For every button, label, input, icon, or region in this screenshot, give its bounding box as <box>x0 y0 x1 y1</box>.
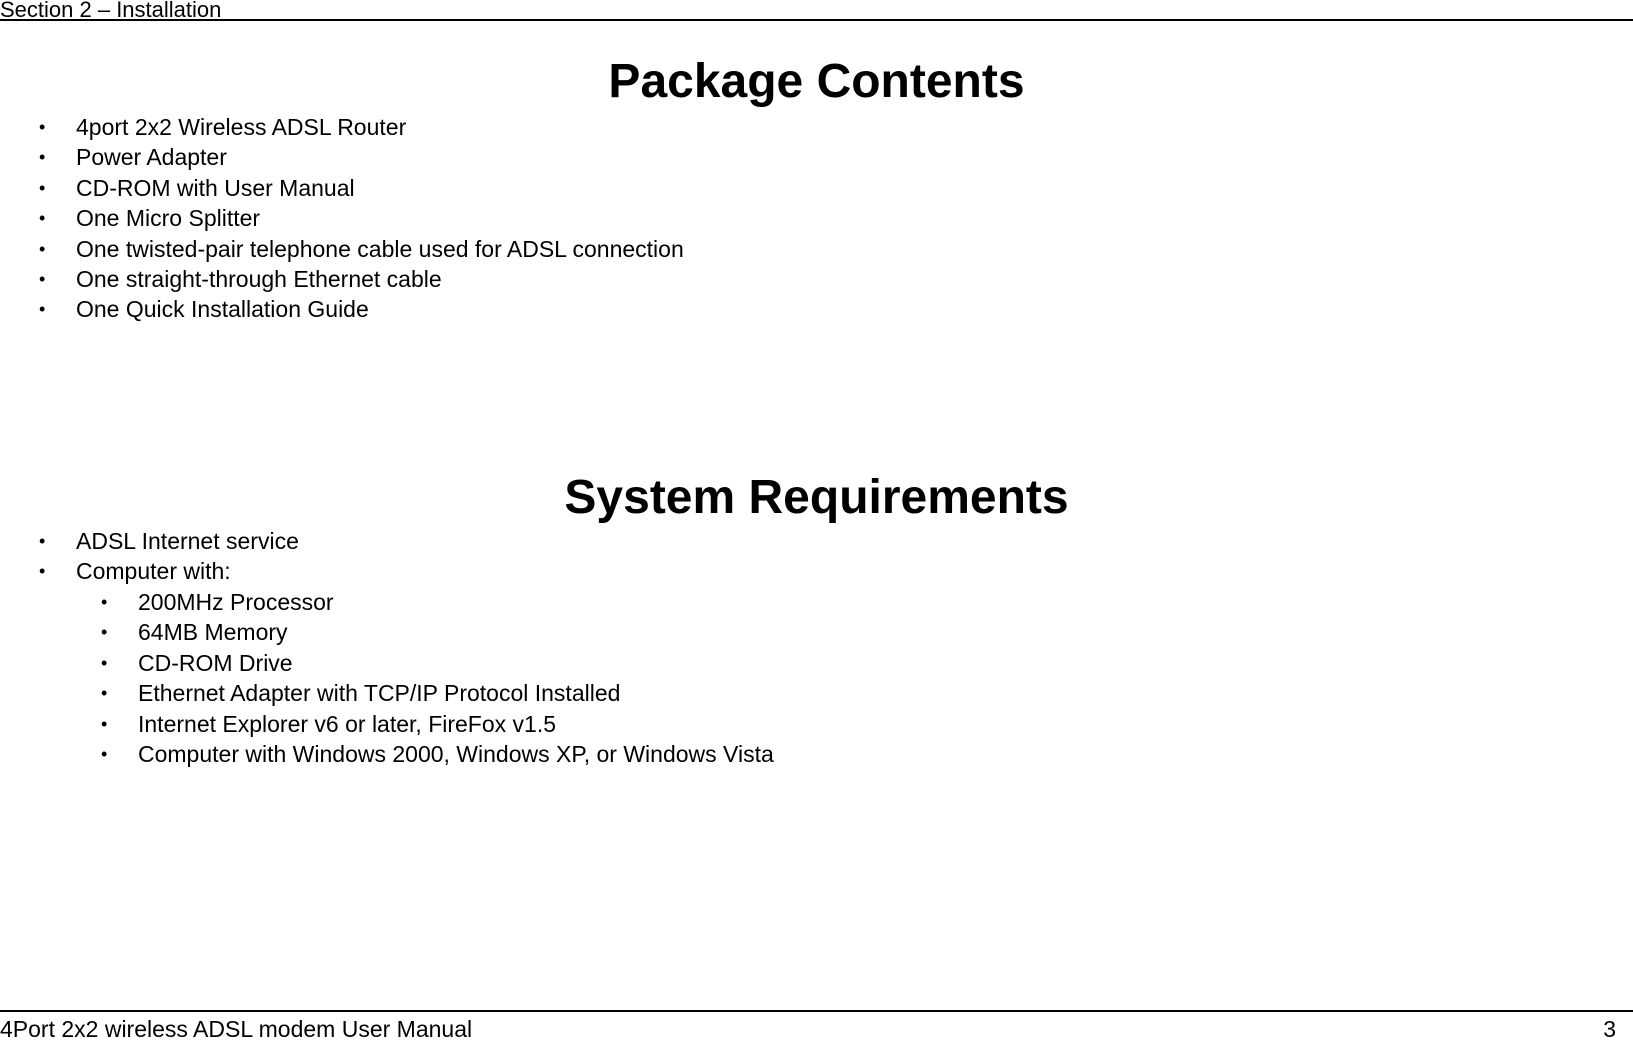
bullet-icon: • <box>39 561 46 582</box>
page-header: Section 2 – Installation <box>0 0 1633 21</box>
bullet-icon: • <box>101 713 108 734</box>
bullet-icon: • <box>101 622 108 643</box>
bullet-icon: • <box>101 652 108 673</box>
manual-title: 4Port 2x2 wireless ADSL modem User Manua… <box>0 1016 473 1042</box>
bullet-icon: • <box>101 592 108 612</box>
package-contents-title: Package Contents <box>608 55 1025 108</box>
bullet-icon: • <box>39 268 46 289</box>
section-label: Section 2 – Installation <box>0 0 222 22</box>
bullet-icon: • <box>39 299 46 320</box>
system-requirements-title: System Requirements <box>564 471 1069 524</box>
bullet-icon: • <box>39 147 46 168</box>
bullet-icon: • <box>39 117 46 137</box>
page-footer: 4Port 2x2 wireless ADSL modem User Manua… <box>0 1010 1633 1042</box>
bullet-icon: • <box>39 208 46 229</box>
bullet-icon: • <box>39 177 46 198</box>
bullet-icon: • <box>39 238 46 259</box>
bullet-icon: • <box>101 683 108 704</box>
page-number: 3 <box>1603 1016 1616 1042</box>
bullet-icon: • <box>39 531 46 551</box>
bullet-icon: • <box>101 743 108 764</box>
